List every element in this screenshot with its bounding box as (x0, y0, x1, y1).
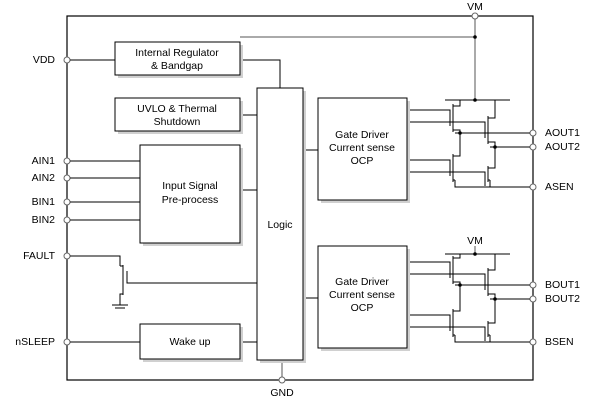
block-gate-a-line2: Current sense (329, 142, 395, 154)
wire-bridge-a-bottom (454, 180, 491, 188)
label-vm-inner: VM (467, 235, 483, 247)
pin-bsen: BSEN (529, 336, 574, 348)
pin-label-asen: ASEN (545, 181, 574, 193)
block-uvlo-line2: Shutdown (154, 116, 201, 128)
chip-outline (66, 15, 534, 381)
pin-label-aout1: AOUT1 (545, 127, 580, 139)
block-uvlo: UVLO & Thermal Shutdown (114, 97, 243, 134)
pin-bin1: BIN1 (32, 196, 71, 208)
block-input-line1: Input Signal (162, 180, 217, 192)
pin-aout2: AOUT2 (529, 141, 580, 153)
wire-regulator-logic (240, 59, 281, 88)
pin-label-nsleep: nSLEEP (15, 336, 55, 348)
pin-vm-top: VM (467, 1, 483, 20)
block-input: Input Signal Pre-process (139, 144, 243, 246)
block-gate-b-line1: Gate Driver (335, 276, 389, 288)
junctions (458, 35, 497, 301)
pin-ain2: AIN2 (32, 172, 71, 184)
pin-label-gnd: GND (270, 387, 294, 399)
block-logic: Logic (256, 87, 306, 363)
block-regulator: Internal Regulator & Bandgap (114, 41, 243, 78)
block-gate-b-line2: Current sense (329, 289, 395, 301)
pin-nsleep: nSLEEP (15, 336, 71, 348)
pin-label-vdd: VDD (33, 54, 56, 66)
pin-label-bout1: BOUT1 (545, 279, 580, 291)
mosfet-b-ls-left (445, 285, 461, 337)
pin-label-vm-top: VM (467, 1, 483, 13)
pin-bin2: BIN2 (32, 214, 71, 226)
mosfet-a-hs-left (445, 100, 461, 133)
pin-label-ain1: AIN1 (32, 155, 56, 167)
block-regulator-line2: & Bandgap (151, 60, 203, 72)
pin-label-fault: FAULT (23, 250, 55, 262)
pin-asen: ASEN (529, 181, 574, 193)
pin-ain1: AIN1 (32, 155, 71, 167)
block-uvlo-line1: UVLO & Thermal (137, 103, 217, 115)
mosfet-a-ls-right (480, 147, 496, 186)
pin-bout1: BOUT1 (529, 279, 580, 291)
pin-label-bsen: BSEN (545, 336, 574, 348)
block-wake: Wake up (139, 323, 243, 362)
mosfet-b-hs-right (480, 254, 496, 299)
mosfet-a-ls-left (445, 133, 461, 182)
mosfets (119, 100, 496, 341)
block-wake-label: Wake up (169, 336, 210, 348)
mosfet-b-hs-left (445, 254, 461, 285)
pin-fault: FAULT (23, 250, 71, 262)
pin-vdd: VDD (33, 54, 71, 66)
wire-fault (70, 255, 121, 266)
mosfet-a-hs-right (480, 100, 496, 147)
pin-bout2: BOUT2 (529, 293, 580, 305)
mosfet-b-ls-right (480, 299, 496, 341)
block-gate-driver-a: Gate Driver Current sense OCP (317, 97, 410, 203)
block-regulator-line1: Internal Regulator (135, 47, 219, 59)
block-gate-a-line3: OCP (351, 155, 374, 167)
pin-label-bin1: BIN1 (32, 196, 56, 208)
pin-label-bin2: BIN2 (32, 214, 56, 226)
pin-label-aout2: AOUT2 (545, 141, 580, 153)
block-logic-label: Logic (267, 219, 292, 231)
block-gate-b-line3: OCP (351, 302, 374, 314)
pin-label-bout2: BOUT2 (545, 293, 580, 305)
mosfet-fault (119, 265, 132, 295)
wire-bridge-b-bottom (454, 335, 491, 343)
block-input-line2: Pre-process (162, 194, 219, 206)
block-gate-driver-b: Gate Driver Current sense OCP (317, 245, 410, 351)
pin-label-ain2: AIN2 (32, 172, 56, 184)
block-gate-a-line1: Gate Driver (335, 129, 389, 141)
pin-aout1: AOUT1 (529, 127, 580, 139)
